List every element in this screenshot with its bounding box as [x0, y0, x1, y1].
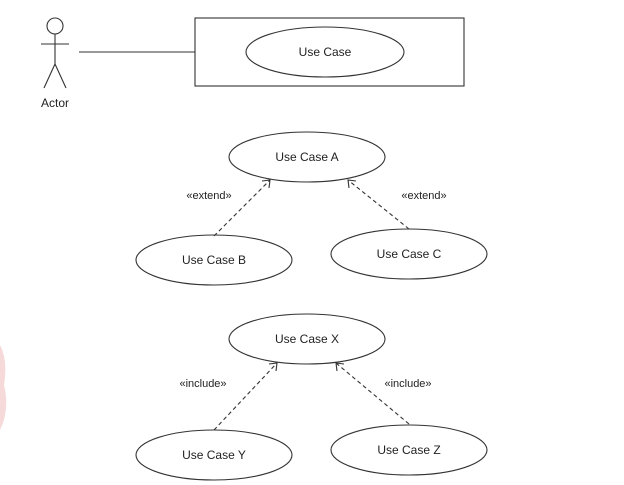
- use-case-c: Use Case C: [330, 228, 488, 280]
- use-case-main: Use Case: [245, 26, 405, 78]
- extend-label-left: «extend»: [186, 190, 231, 202]
- extend-arrow-c-to-a: [347, 179, 410, 230]
- use-case-z-label: Use Case Z: [377, 443, 440, 457]
- include-label-left: «include»: [179, 378, 226, 390]
- use-case-main-label: Use Case: [299, 45, 352, 59]
- use-case-z: Use Case Z: [330, 424, 488, 476]
- include-arrow-y-to-x: [213, 362, 278, 431]
- edge-watermark: [0, 345, 7, 430]
- extend-arrow-b-to-a: [213, 179, 271, 237]
- use-case-b-label: Use Case B: [182, 253, 246, 267]
- use-case-a: Use Case A: [228, 131, 386, 183]
- actor-label: Actor: [41, 96, 69, 110]
- stick-figure-icon: [41, 17, 69, 89]
- use-case-x: Use Case X: [228, 313, 386, 365]
- include-arrow-z-to-x: [335, 362, 410, 425]
- use-case-a-label: Use Case A: [275, 150, 338, 164]
- use-case-b: Use Case B: [135, 234, 293, 286]
- use-case-x-label: Use Case X: [275, 332, 339, 346]
- include-label-right: «include»: [384, 378, 431, 390]
- use-case-c-label: Use Case C: [377, 247, 442, 261]
- extend-label-right: «extend»: [401, 190, 446, 202]
- use-case-y: Use Case Y: [135, 429, 293, 481]
- actor: Actor: [41, 17, 69, 110]
- use-case-y-label: Use Case Y: [182, 448, 246, 462]
